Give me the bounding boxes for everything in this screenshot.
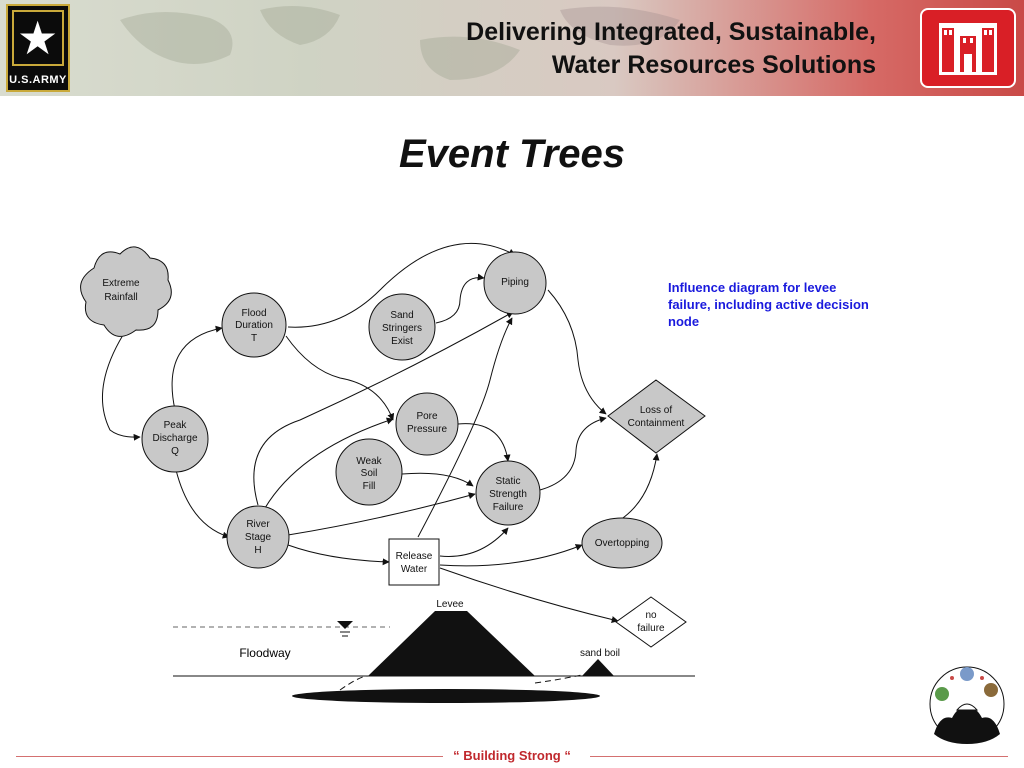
edge-weak-static: [401, 472, 474, 487]
army-wordmark: U.S.ARMY: [9, 74, 67, 86]
edge-peak-flood: [171, 325, 223, 411]
edge-release-overtopping: [439, 544, 583, 567]
svg-text:Fill: Fill: [363, 481, 376, 492]
star-emblem: ★: [12, 10, 64, 66]
edge-release-piping: [417, 317, 513, 538]
svg-text:T: T: [251, 333, 257, 344]
svg-text:Stringers: Stringers: [382, 323, 422, 334]
svg-text:Duration: Duration: [235, 320, 273, 331]
svg-text:Soil: Soil: [361, 468, 378, 479]
svg-text:Loss of: Loss of: [640, 405, 672, 416]
svg-text:River: River: [246, 519, 270, 530]
svg-text:Peak: Peak: [164, 420, 188, 431]
label-extreme-rainfall-2: Rainfall: [104, 292, 137, 303]
svg-text:Pressure: Pressure: [407, 424, 447, 435]
edge-release-nofailure: [439, 567, 619, 623]
footer-motto-text: “ Building Strong “: [443, 748, 581, 763]
us-army-logo: ★ U.S.ARMY: [6, 4, 70, 92]
svg-text:Discharge: Discharge: [152, 433, 197, 444]
edge-piping-loss: [547, 289, 607, 415]
footer-rule-left: [16, 756, 446, 757]
diagram-edges: [101, 242, 660, 623]
star-icon: ★: [17, 11, 59, 65]
edge-river-pore: [264, 417, 394, 509]
sand-boil-label: sand boil: [580, 648, 620, 659]
edge-river-release: [287, 544, 390, 566]
node-loss-of-containment: Loss of Containment: [607, 379, 706, 454]
leaf-icon: [935, 687, 949, 701]
levee-shape: [368, 611, 535, 676]
node-pore-pressure: Pore Pressure: [395, 392, 459, 456]
slide-title: Event Trees: [398, 132, 626, 176]
node-release-water: Release Water: [388, 538, 440, 586]
node-flood-duration: Flood Duration T: [221, 292, 287, 358]
globe-icon: [960, 667, 974, 681]
svg-text:Sand: Sand: [390, 310, 413, 321]
node-extreme-rainfall: Extreme Rainfall: [80, 246, 172, 337]
svg-text:failure: failure: [637, 623, 665, 634]
svg-text:Stage: Stage: [245, 532, 272, 543]
usace-castle-logo: [920, 8, 1016, 88]
levee-label: Levee: [436, 599, 464, 610]
node-static-strength-failure: Static Strength Failure: [475, 460, 541, 526]
edge-river-piping: [253, 311, 514, 506]
node-piping: Piping: [483, 251, 547, 315]
node-no-failure: no failure: [615, 596, 687, 648]
footer-rule-right: [590, 756, 1008, 757]
svg-text:Water: Water: [401, 564, 428, 575]
sand-boil-shape: [582, 659, 614, 676]
edge-pore-static: [457, 423, 511, 462]
edge-rainfall-peak: [101, 334, 141, 441]
edge-release-static: [439, 527, 509, 557]
floodway-label: Floodway: [239, 646, 290, 660]
svg-text:no: no: [645, 610, 657, 621]
edge-peak-river: [175, 469, 230, 539]
castle-icon: [937, 21, 999, 77]
svg-text:Static: Static: [495, 476, 520, 487]
svg-text:Failure: Failure: [493, 502, 524, 513]
node-peak-discharge: Peak Discharge Q: [141, 405, 209, 473]
svg-text:Containment: Containment: [628, 418, 685, 429]
svg-text:Flood: Flood: [241, 308, 266, 319]
levee-cross-section: Levee Floodway sand boil: [173, 599, 695, 703]
svg-text:Q: Q: [171, 446, 179, 457]
edge-overtopping-loss: [619, 453, 660, 521]
node-sand-stringers: Sand Stringers Exist: [368, 293, 436, 361]
water-level-icon: [337, 621, 353, 629]
world-map-graphic: [120, 6, 680, 80]
team-circle-logo: [929, 666, 1005, 744]
svg-text:Pore: Pore: [416, 411, 438, 422]
tree-icon: [984, 683, 998, 697]
seepage-layer: [292, 689, 600, 703]
node-weak-soil-fill: Weak Soil Fill: [335, 438, 403, 506]
edge-sand-piping: [435, 273, 485, 324]
svg-text:Overtopping: Overtopping: [595, 538, 649, 549]
edge-flood-piping: [287, 242, 516, 328]
svg-text:H: H: [254, 545, 261, 556]
node-overtopping: Overtopping: [581, 517, 663, 569]
edge-static-loss: [539, 416, 607, 491]
edge-flood-pore: [285, 335, 395, 421]
footer-motto: “ Building Strong “: [0, 748, 1024, 763]
diagram-caption: Influence diagram for levee failure, inc…: [668, 280, 869, 329]
people-silhouette-icon: [934, 707, 1000, 744]
svg-text:Exist: Exist: [391, 336, 413, 347]
label-extreme-rainfall-1: Extreme: [102, 278, 140, 289]
hardhat-icon: [955, 703, 979, 711]
node-river-stage: River Stage H: [226, 505, 290, 569]
edge-river-static: [287, 492, 476, 536]
svg-text:Strength: Strength: [489, 489, 527, 500]
svg-text:Release: Release: [396, 551, 433, 562]
svg-text:Piping: Piping: [501, 277, 529, 288]
header-banner: [0, 0, 1024, 96]
header-title: Delivering Integrated, Sustainable, Wate…: [466, 18, 876, 79]
svg-text:Weak: Weak: [356, 456, 382, 467]
